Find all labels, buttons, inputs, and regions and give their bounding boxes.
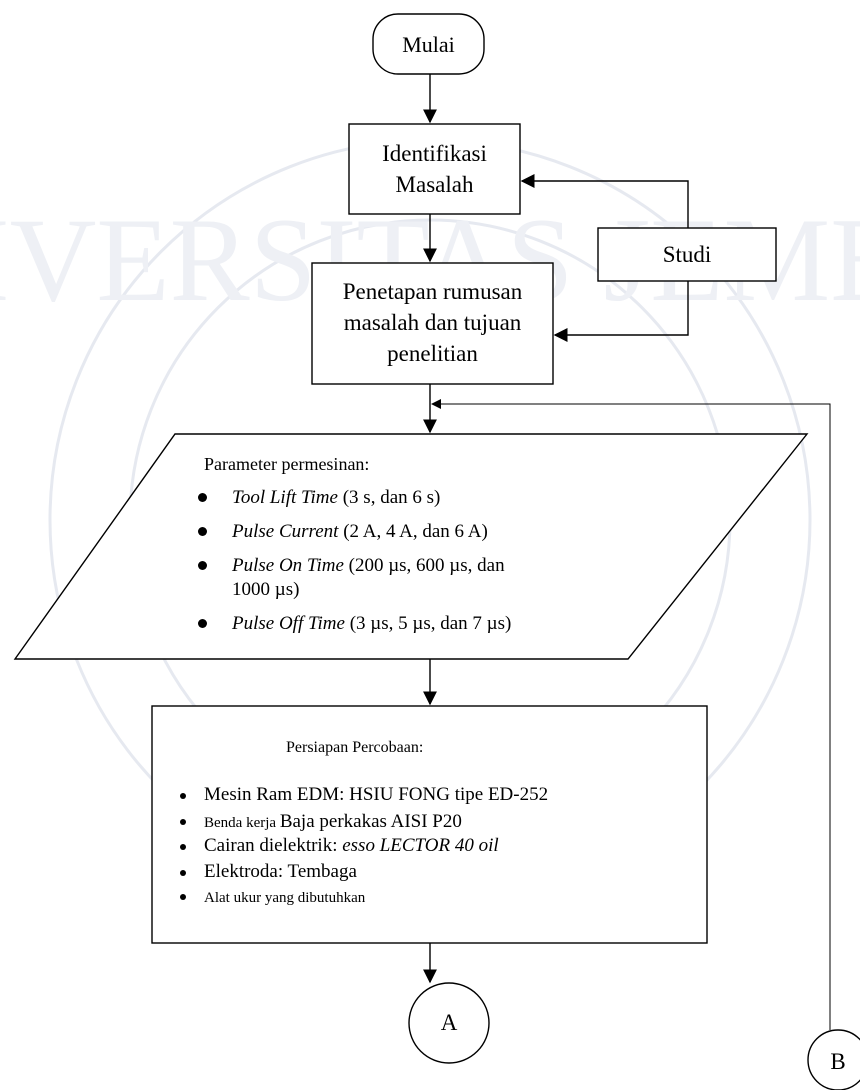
preparation-list: Mesin Ram EDM: HSIU FONG tipe ED-252 Ben… xyxy=(170,783,690,908)
define-line-2: masalah dan tujuan xyxy=(343,310,522,335)
preparation-box xyxy=(151,705,708,944)
preparation-text: Cairan dielektrik: xyxy=(204,835,343,856)
bullet-icon xyxy=(198,561,207,570)
start-label: Mulai xyxy=(402,32,455,57)
parameter-item: Tool Lift Time (3 s, dan 6 s) xyxy=(198,486,598,510)
connector-a-circle xyxy=(408,982,490,1064)
preparation-item: Benda kerja Baja perkakas AISI P20 xyxy=(170,810,690,834)
define-problem-label: Penetapan rumusan masalah dan tujuan pen… xyxy=(312,276,553,369)
bullet-icon xyxy=(180,870,186,876)
arrow-study-to-define xyxy=(553,281,689,342)
bullet-icon xyxy=(198,527,207,536)
parameter-item: Pulse Current (2 A, 4 A, dan 6 A) xyxy=(198,520,598,544)
bullet-icon xyxy=(180,844,186,850)
preparation-text: Mesin Ram EDM: HSIU FONG tipe ED-252 xyxy=(204,784,549,805)
parameters-list: Tool Lift Time (3 s, dan 6 s) Pulse Curr… xyxy=(198,486,598,646)
parameter-item: Pulse On Time (200 µs, 600 µs, dan 1000 … xyxy=(198,554,598,602)
preparation-italic: esso LECTOR 40 oil xyxy=(342,835,499,856)
parameter-name: Tool Lift Time xyxy=(232,487,338,508)
arrow-b-loop-back xyxy=(431,399,831,1030)
connector-b-circle xyxy=(807,1029,860,1090)
study-label: Studi xyxy=(662,242,712,267)
define-problem-box xyxy=(311,262,554,385)
preparation-title: Persiapan Percobaan: xyxy=(286,739,424,756)
preparation-prefix: Benda kerja xyxy=(204,815,280,831)
parameter-value: (200 µs, 600 µs, dan xyxy=(343,555,505,576)
preparation-item: Elektroda: Tembaga xyxy=(170,860,690,886)
identify-problem-box xyxy=(348,123,521,215)
parameter-name: Pulse Off Time xyxy=(232,613,345,634)
parameter-value: (3 s, dan 6 s) xyxy=(337,487,441,508)
preparation-item: Cairan dielektrik: esso LECTOR 40 oil xyxy=(170,834,690,860)
connector-a-label: A xyxy=(440,1010,458,1035)
define-line-1: Penetapan rumusan xyxy=(342,279,523,304)
parameter-value: (2 A, 4 A, dan 6 A) xyxy=(338,521,488,542)
study-box xyxy=(597,227,777,282)
identify-line-1: Identifikasi xyxy=(382,141,487,166)
bullet-icon xyxy=(180,894,186,900)
connector-b-label: B xyxy=(830,1049,846,1074)
define-line-3: penelitian xyxy=(387,341,478,366)
identify-problem-label: Identifikasi Masalah xyxy=(349,138,520,200)
preparation-item: Mesin Ram EDM: HSIU FONG tipe ED-252 xyxy=(170,783,690,810)
parameter-name: Pulse Current xyxy=(232,521,339,542)
preparation-text: Alat ukur yang dibutuhkan xyxy=(204,890,366,906)
parameter-item: Pulse Off Time (3 µs, 5 µs, dan 7 µs) xyxy=(198,612,598,636)
parameters-title: Parameter permesinan: xyxy=(204,454,370,474)
bullet-icon xyxy=(198,619,207,628)
parameter-name: Pulse On Time xyxy=(232,555,344,576)
parameter-value: (3 µs, 5 µs, dan 7 µs) xyxy=(344,613,512,634)
preparation-text: Elektroda: Tembaga xyxy=(204,861,357,882)
bullet-icon xyxy=(180,793,186,799)
preparation-item: Alat ukur yang dibutuhkan xyxy=(170,886,690,908)
parameters-parallelogram xyxy=(13,433,809,660)
preparation-text: Baja perkakas AISI P20 xyxy=(279,811,462,832)
bullet-icon xyxy=(198,493,207,502)
bullet-icon xyxy=(180,819,186,825)
start-terminator xyxy=(372,13,485,75)
identify-line-2: Masalah xyxy=(395,172,474,197)
arrow-study-to-identify xyxy=(520,174,689,228)
parameter-value-continued: 1000 µs) xyxy=(232,579,300,600)
